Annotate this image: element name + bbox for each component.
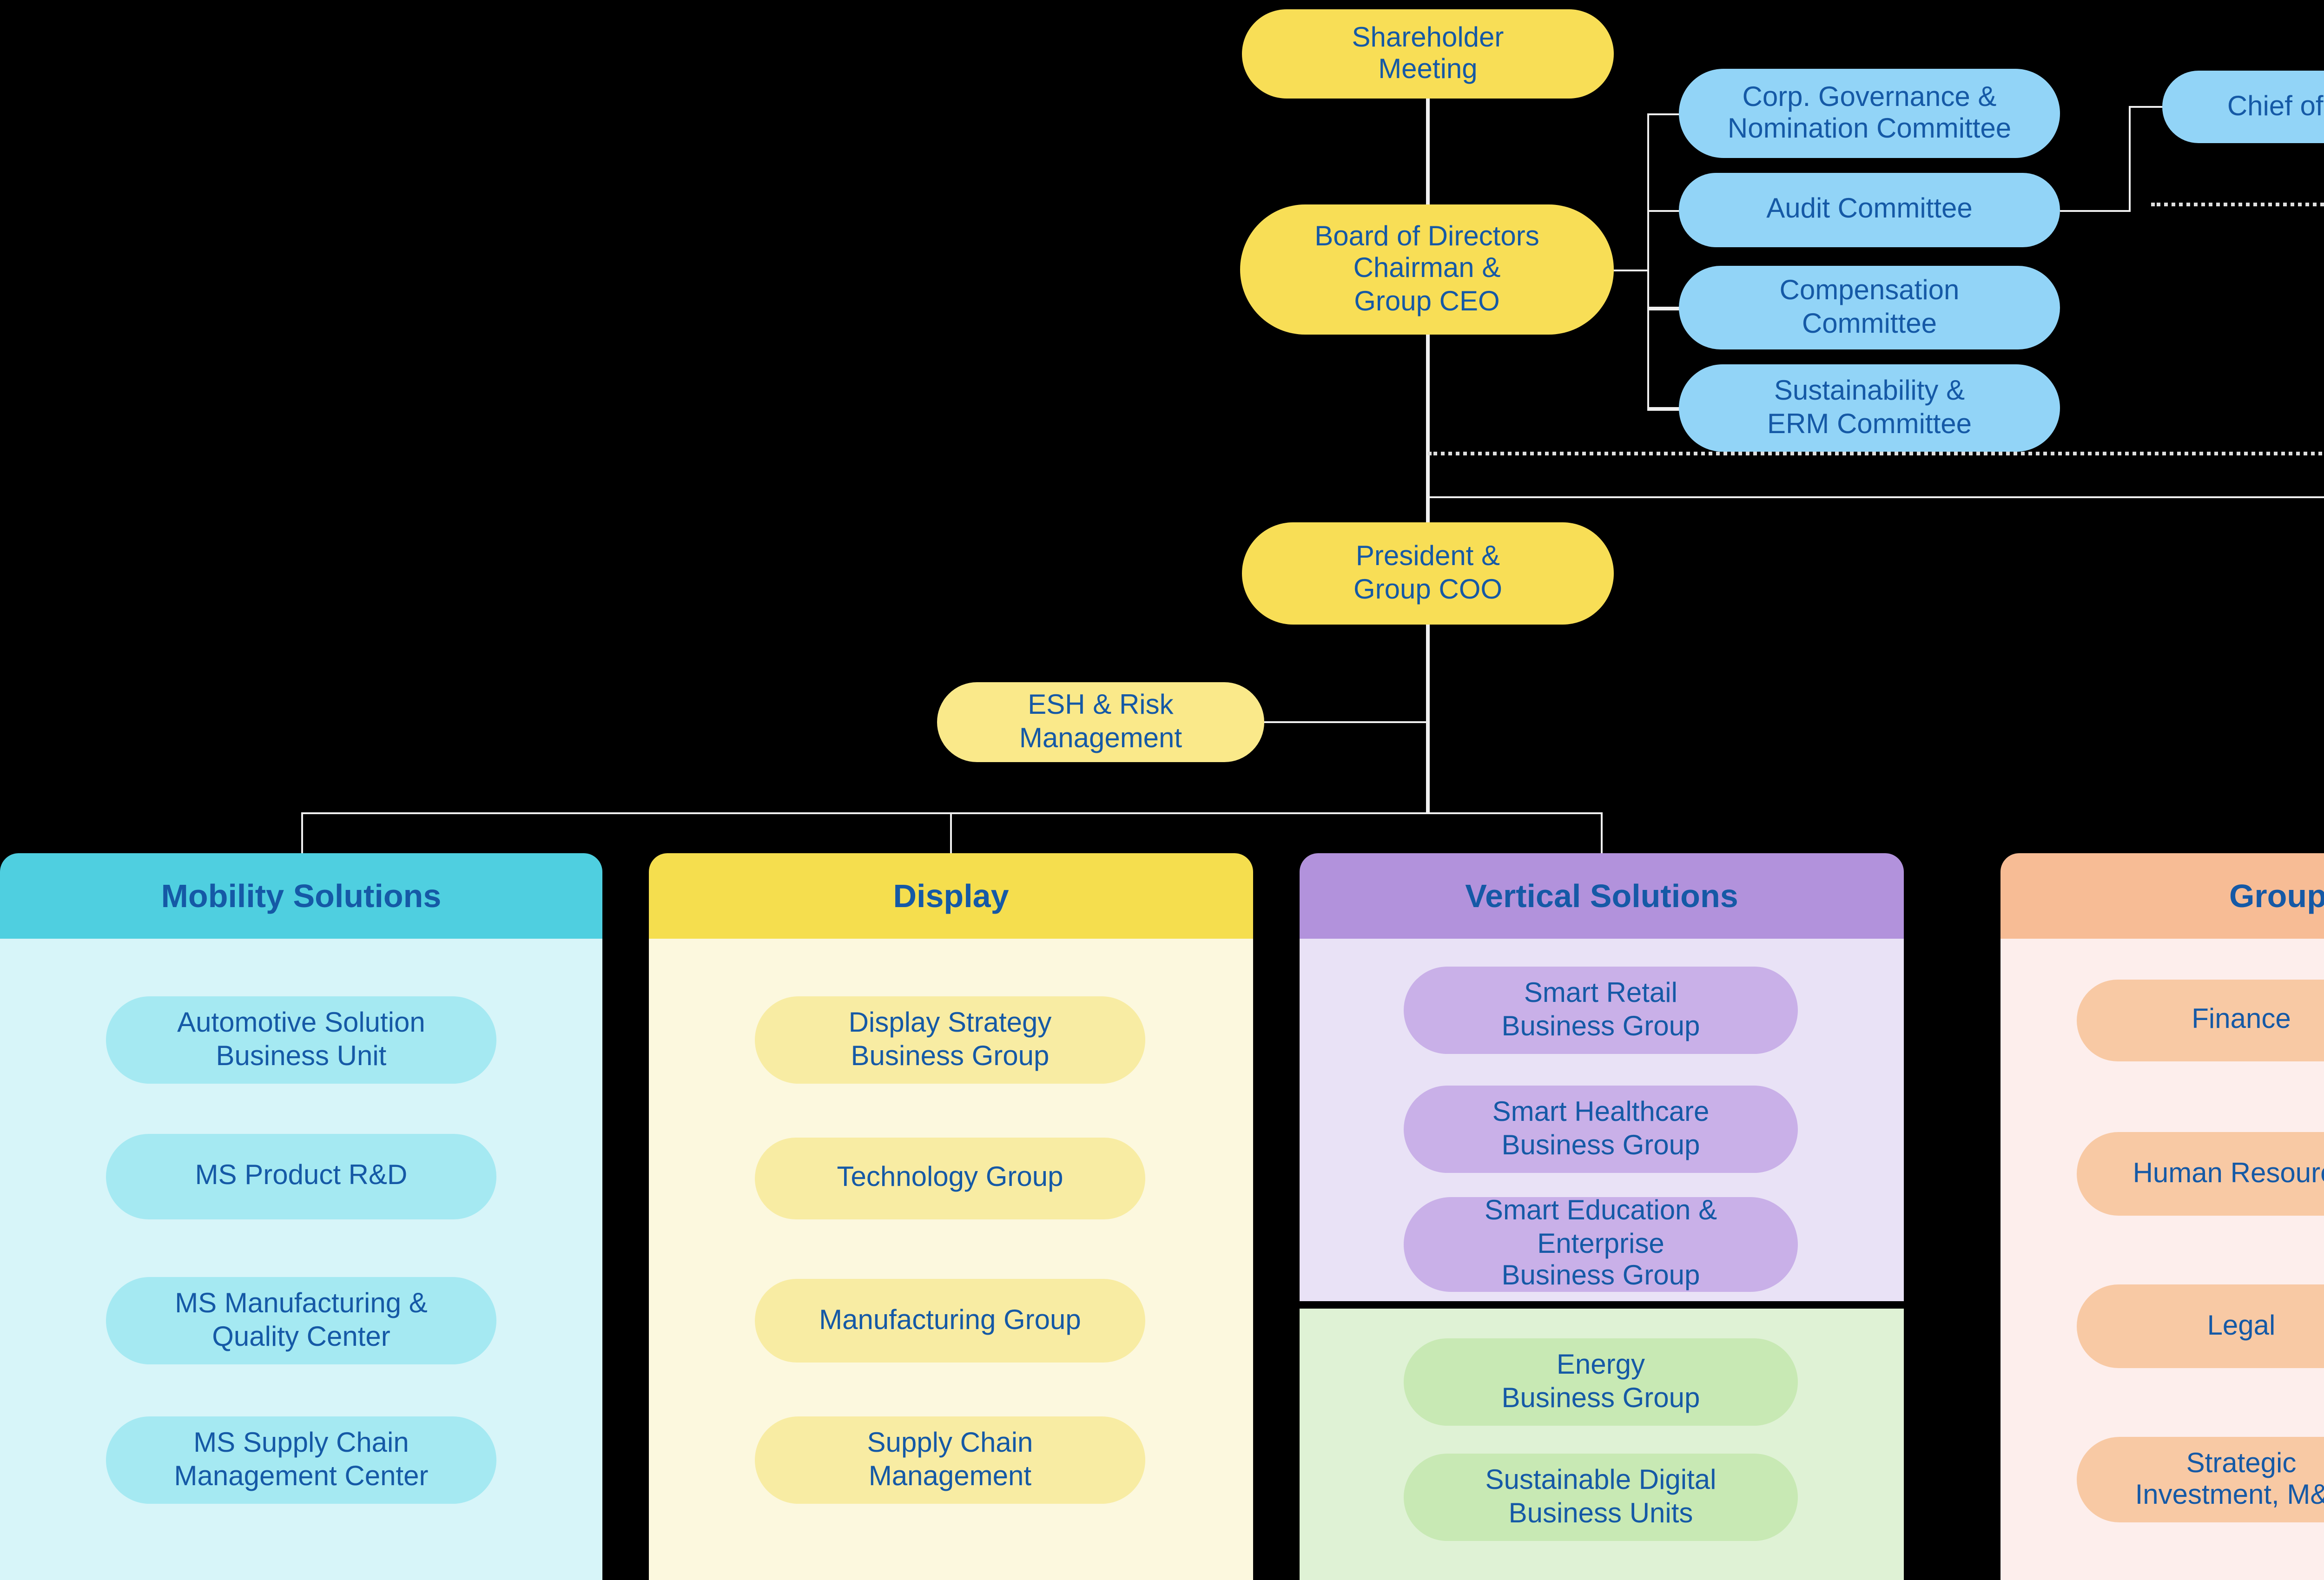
node-president-coo: President & Group COO	[1242, 522, 1614, 625]
dept-item-strategic-investment: Strategic Investment, M&A	[2077, 1437, 2324, 1522]
dept-item-manufacturing-group: Manufacturing Group	[755, 1279, 1145, 1363]
connector-esh	[1264, 720, 1428, 723]
connector-stub-sustainability	[1647, 407, 1681, 410]
dept-item-ms-supply-chain: MS Supply Chain Management Center	[106, 1416, 496, 1504]
connector-audit-compliance-h2	[2128, 105, 2163, 108]
connector-drop-vertical	[1600, 811, 1603, 854]
dotted-audit-right	[2151, 203, 2324, 206]
connector-audit-compliance-h1	[2060, 209, 2131, 212]
node-chief-of-compliance: Chief of Compliance	[2162, 71, 2324, 143]
connector-president-departments	[1426, 625, 1429, 812]
dept-item-legal: Legal	[2077, 1284, 2324, 1368]
dept-item-smart-healthcare: Smart Healthcare Business Group	[1404, 1086, 1798, 1173]
dept-item-supply-chain-management: Supply Chain Management	[755, 1416, 1145, 1504]
connector-stub-compensation	[1647, 307, 1681, 309]
connector-board-committee-spine	[1614, 269, 1647, 271]
dept-item-ms-manufacturing: MS Manufacturing & Quality Center	[106, 1277, 496, 1364]
connector-drop-display	[950, 811, 952, 854]
dept-header-mobility-solutions: Mobility Solutions	[0, 853, 602, 939]
node-shareholder-meeting: Shareholder Meeting	[1242, 9, 1614, 99]
node-board-of-directors: Board of Directors Chairman & Group CEO	[1240, 204, 1614, 335]
dotted-compliance-return	[1428, 452, 2324, 455]
connector-drop-mobility	[300, 811, 303, 854]
dept-item-human-resource: Human Resource	[2077, 1132, 2324, 1216]
node-committee-compensation: Compensation Committee	[1679, 266, 2060, 349]
connector-stub-audit	[1647, 209, 1681, 212]
dept-item-ms-product-rd: MS Product R&D	[106, 1134, 496, 1219]
node-committee-audit: Audit Committee	[1679, 173, 2060, 247]
dept-item-technology-group: Technology Group	[755, 1138, 1145, 1219]
dept-item-display-strategy: Display Strategy Business Group	[755, 996, 1145, 1084]
connector-audit-compliance-v	[2128, 106, 2131, 212]
node-committee-governance: Corp. Governance & Nomination Committee	[1679, 69, 2060, 158]
connector-committee-spine	[1646, 113, 1649, 409]
dept-item-automotive-solution: Automotive Solution Business Unit	[106, 996, 496, 1084]
node-esh-risk-management: ESH & Risk Management	[937, 682, 1264, 762]
dept-item-sustainable-digital: Sustainable Digital Business Units	[1404, 1454, 1798, 1541]
node-committee-sustainability: Sustainability & ERM Committee	[1679, 364, 2060, 452]
dept-header-group-infrastructure: Group Infrastructure Unit	[2000, 853, 2324, 939]
dept-header-display: Display	[649, 853, 1253, 939]
dept-item-finance: Finance	[2077, 980, 2324, 1061]
connector-shareholder-board	[1426, 99, 1429, 204]
connector-board-president	[1426, 335, 1429, 522]
dept-item-smart-retail: Smart Retail Business Group	[1404, 967, 1798, 1054]
dept-header-vertical-solutions: Vertical Solutions	[1300, 853, 1904, 939]
connector-to-infrastructure-h	[1426, 495, 2324, 498]
dept-item-smart-education: Smart Education & Enterprise Business Gr…	[1404, 1196, 1798, 1292]
dept-item-energy: Energy Business Group	[1404, 1338, 1798, 1426]
connector-stub-corp-governance	[1647, 112, 1681, 115]
